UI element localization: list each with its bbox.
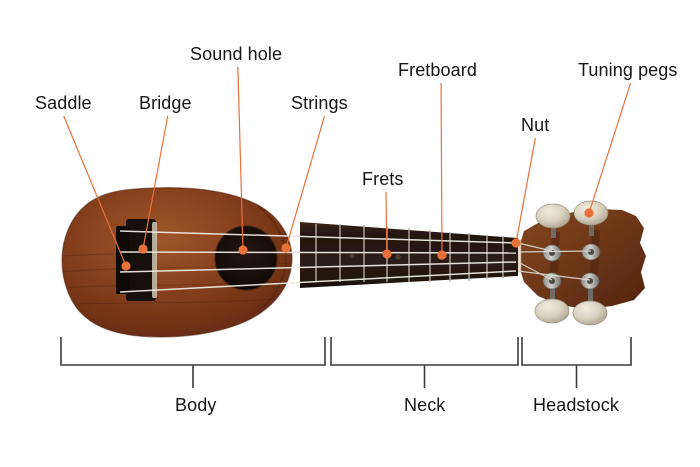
leader-dot-bridge — [138, 244, 148, 254]
leader-line-sound-hole — [237, 66, 244, 251]
callout-label-nut: Nut — [521, 115, 550, 135]
leader-line-tuning-pegs — [588, 82, 632, 214]
leader-line-strings — [285, 115, 326, 249]
bracket-headstock — [521, 337, 632, 366]
section-brackets — [60, 337, 632, 388]
body-part — [61, 187, 293, 338]
leader-dot-sound-hole — [238, 245, 248, 255]
callout-label-frets: Frets — [362, 169, 404, 189]
string-1 — [119, 230, 517, 244]
leader-dot-saddle — [121, 261, 131, 271]
callout-label-tuning-pegs: Tuning pegs — [578, 60, 678, 80]
section-label-body: Body — [175, 395, 217, 415]
callout-label-strings: Strings — [291, 93, 348, 113]
leader-line-fretboard — [440, 82, 443, 256]
leader-line-frets — [385, 191, 388, 255]
callout-label-sound-hole: Sound hole — [190, 44, 283, 64]
strings-on-headstock — [517, 242, 592, 281]
callout-label-bridge: Bridge — [139, 93, 192, 113]
callout-label-saddle: Saddle — [35, 93, 92, 113]
section-label-neck: Neck — [404, 395, 446, 415]
leader-dot-strings — [281, 243, 291, 253]
body-waist-shading — [257, 205, 288, 312]
sound-hole-rosette — [214, 225, 278, 291]
leader-dot-fretboard — [437, 250, 447, 260]
leader-dot-nut — [511, 238, 521, 248]
headstock-part — [519, 200, 646, 326]
neck-part — [300, 222, 518, 288]
callout-label-fretboard: Fretboard — [398, 60, 477, 80]
strings-part — [119, 230, 517, 293]
string-4 — [119, 270, 517, 293]
section-label-headstock: Headstock — [533, 395, 619, 415]
leader-line-nut — [515, 137, 536, 244]
leader-dot-tuning-pegs — [584, 208, 594, 218]
string-2 — [119, 251, 517, 254]
bridge-block — [126, 219, 156, 301]
sound-hole-part — [215, 226, 277, 290]
callout-leaders — [63, 66, 632, 271]
leader-line-bridge — [142, 115, 169, 250]
tuning-peg-upper-left — [535, 203, 571, 262]
bracket-body — [60, 337, 326, 366]
saddle-part — [152, 222, 157, 298]
ukulele-illustration — [61, 187, 646, 338]
body-soundboard — [62, 187, 292, 337]
leader-dot-frets — [382, 249, 392, 259]
body-outline — [61, 187, 293, 338]
leader-line-saddle — [63, 115, 127, 267]
headstock-face — [519, 209, 646, 309]
tuning-peg-lower-right — [572, 272, 608, 326]
string-3 — [119, 261, 517, 273]
bracket-neck — [330, 337, 519, 366]
